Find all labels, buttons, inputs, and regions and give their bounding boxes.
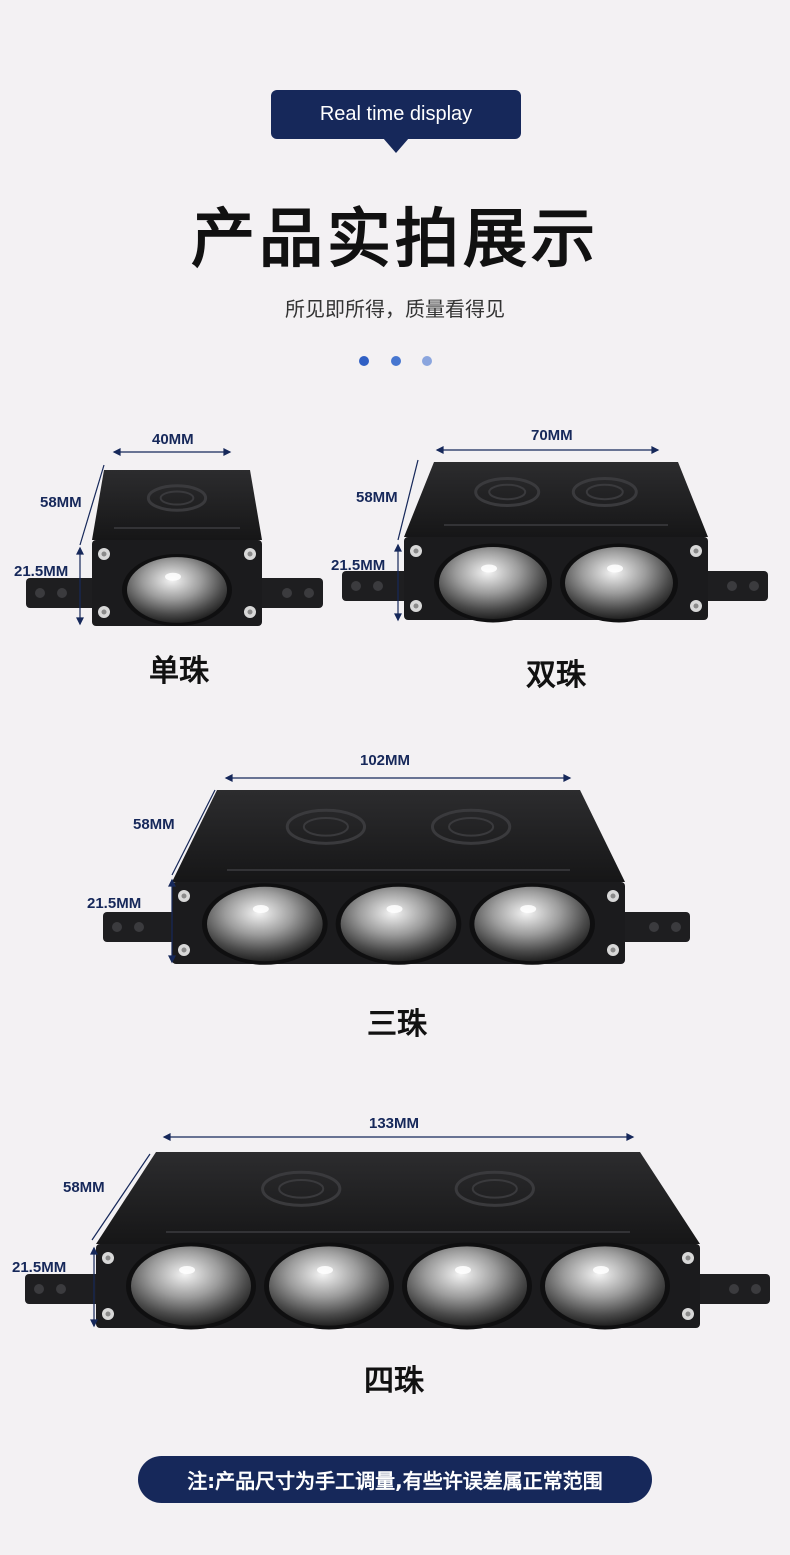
- housing-front: [96, 1244, 700, 1328]
- depth-dimension-3: 21.5MM: [87, 895, 142, 912]
- lens: [565, 547, 673, 619]
- housing-top-plate: [172, 790, 625, 882]
- dimension-lines-4: [90, 1133, 635, 1328]
- screw: [102, 1308, 114, 1320]
- lens: [127, 557, 227, 623]
- product-label-quad: 四珠: [364, 1364, 424, 1399]
- depth-dimension-1: 21.5MM: [14, 563, 69, 580]
- carousel-dot-1[interactable]: [359, 356, 369, 366]
- screw: [682, 1252, 694, 1264]
- dimension-lines-1: [76, 448, 232, 626]
- screw: [244, 548, 256, 560]
- mounting-bracket: [26, 578, 323, 608]
- height-dimension-2: 58MM: [356, 489, 398, 506]
- dimension-lines-3: [168, 774, 572, 964]
- screw: [410, 545, 422, 557]
- mounting-bracket: [25, 1274, 770, 1304]
- housing-top-plate: [404, 462, 708, 537]
- housing-front: [92, 540, 262, 626]
- page-subtitle: 所见即所得，质量看得见: [285, 297, 505, 321]
- product-label-single: 单珠: [149, 654, 209, 689]
- width-dimension-4: 133MM: [369, 1115, 420, 1132]
- lens: [474, 886, 590, 962]
- product-housing-4: [25, 1152, 770, 1330]
- screw: [682, 1308, 694, 1320]
- lens: [131, 1246, 251, 1326]
- depth-dimension-4: 21.5MM: [12, 1259, 67, 1276]
- housing-top-plate: [96, 1152, 700, 1244]
- real-time-display-badge: Real time display: [271, 90, 521, 139]
- product-label-triple: 三珠: [367, 1007, 427, 1042]
- width-dimension-3: 102MM: [360, 752, 411, 769]
- mounting-bracket: [342, 571, 768, 601]
- screw: [244, 606, 256, 618]
- height-dimension-1: 58MM: [40, 494, 82, 511]
- screw: [690, 600, 702, 612]
- page-title: 产品实拍展示: [191, 203, 599, 277]
- product-housing-2: [342, 462, 768, 623]
- lens: [439, 547, 547, 619]
- product-label-double: 双珠: [526, 658, 586, 693]
- screw: [178, 890, 190, 902]
- width-dimension-2: 70MM: [531, 427, 573, 444]
- lens: [340, 886, 457, 962]
- lens: [545, 1246, 665, 1326]
- footer-note: 注:产品尺寸为手工调量,有些许误差属正常范围: [138, 1456, 652, 1503]
- carousel-dot-3[interactable]: [422, 356, 432, 366]
- width-dimension-1: 40MM: [152, 431, 194, 448]
- screw: [607, 890, 619, 902]
- dimension-lines-2: [394, 446, 660, 622]
- carousel-dot-2[interactable]: [391, 356, 401, 366]
- badge-pointer: [383, 138, 409, 153]
- lens: [407, 1246, 527, 1326]
- product-housing-3: [103, 790, 690, 965]
- depth-dimension-2: 21.5MM: [331, 557, 386, 574]
- screw: [178, 944, 190, 956]
- screw: [98, 606, 110, 618]
- housing-front: [404, 537, 708, 620]
- lens: [269, 1246, 389, 1326]
- screw: [102, 1252, 114, 1264]
- screw: [410, 600, 422, 612]
- screw: [690, 545, 702, 557]
- screw: [607, 944, 619, 956]
- screw: [98, 548, 110, 560]
- mounting-bracket: [103, 912, 690, 942]
- housing-front: [172, 882, 625, 964]
- housing-top-plate: [92, 470, 262, 540]
- height-dimension-3: 58MM: [133, 816, 175, 833]
- height-dimension-4: 58MM: [63, 1179, 105, 1196]
- lens: [207, 886, 323, 962]
